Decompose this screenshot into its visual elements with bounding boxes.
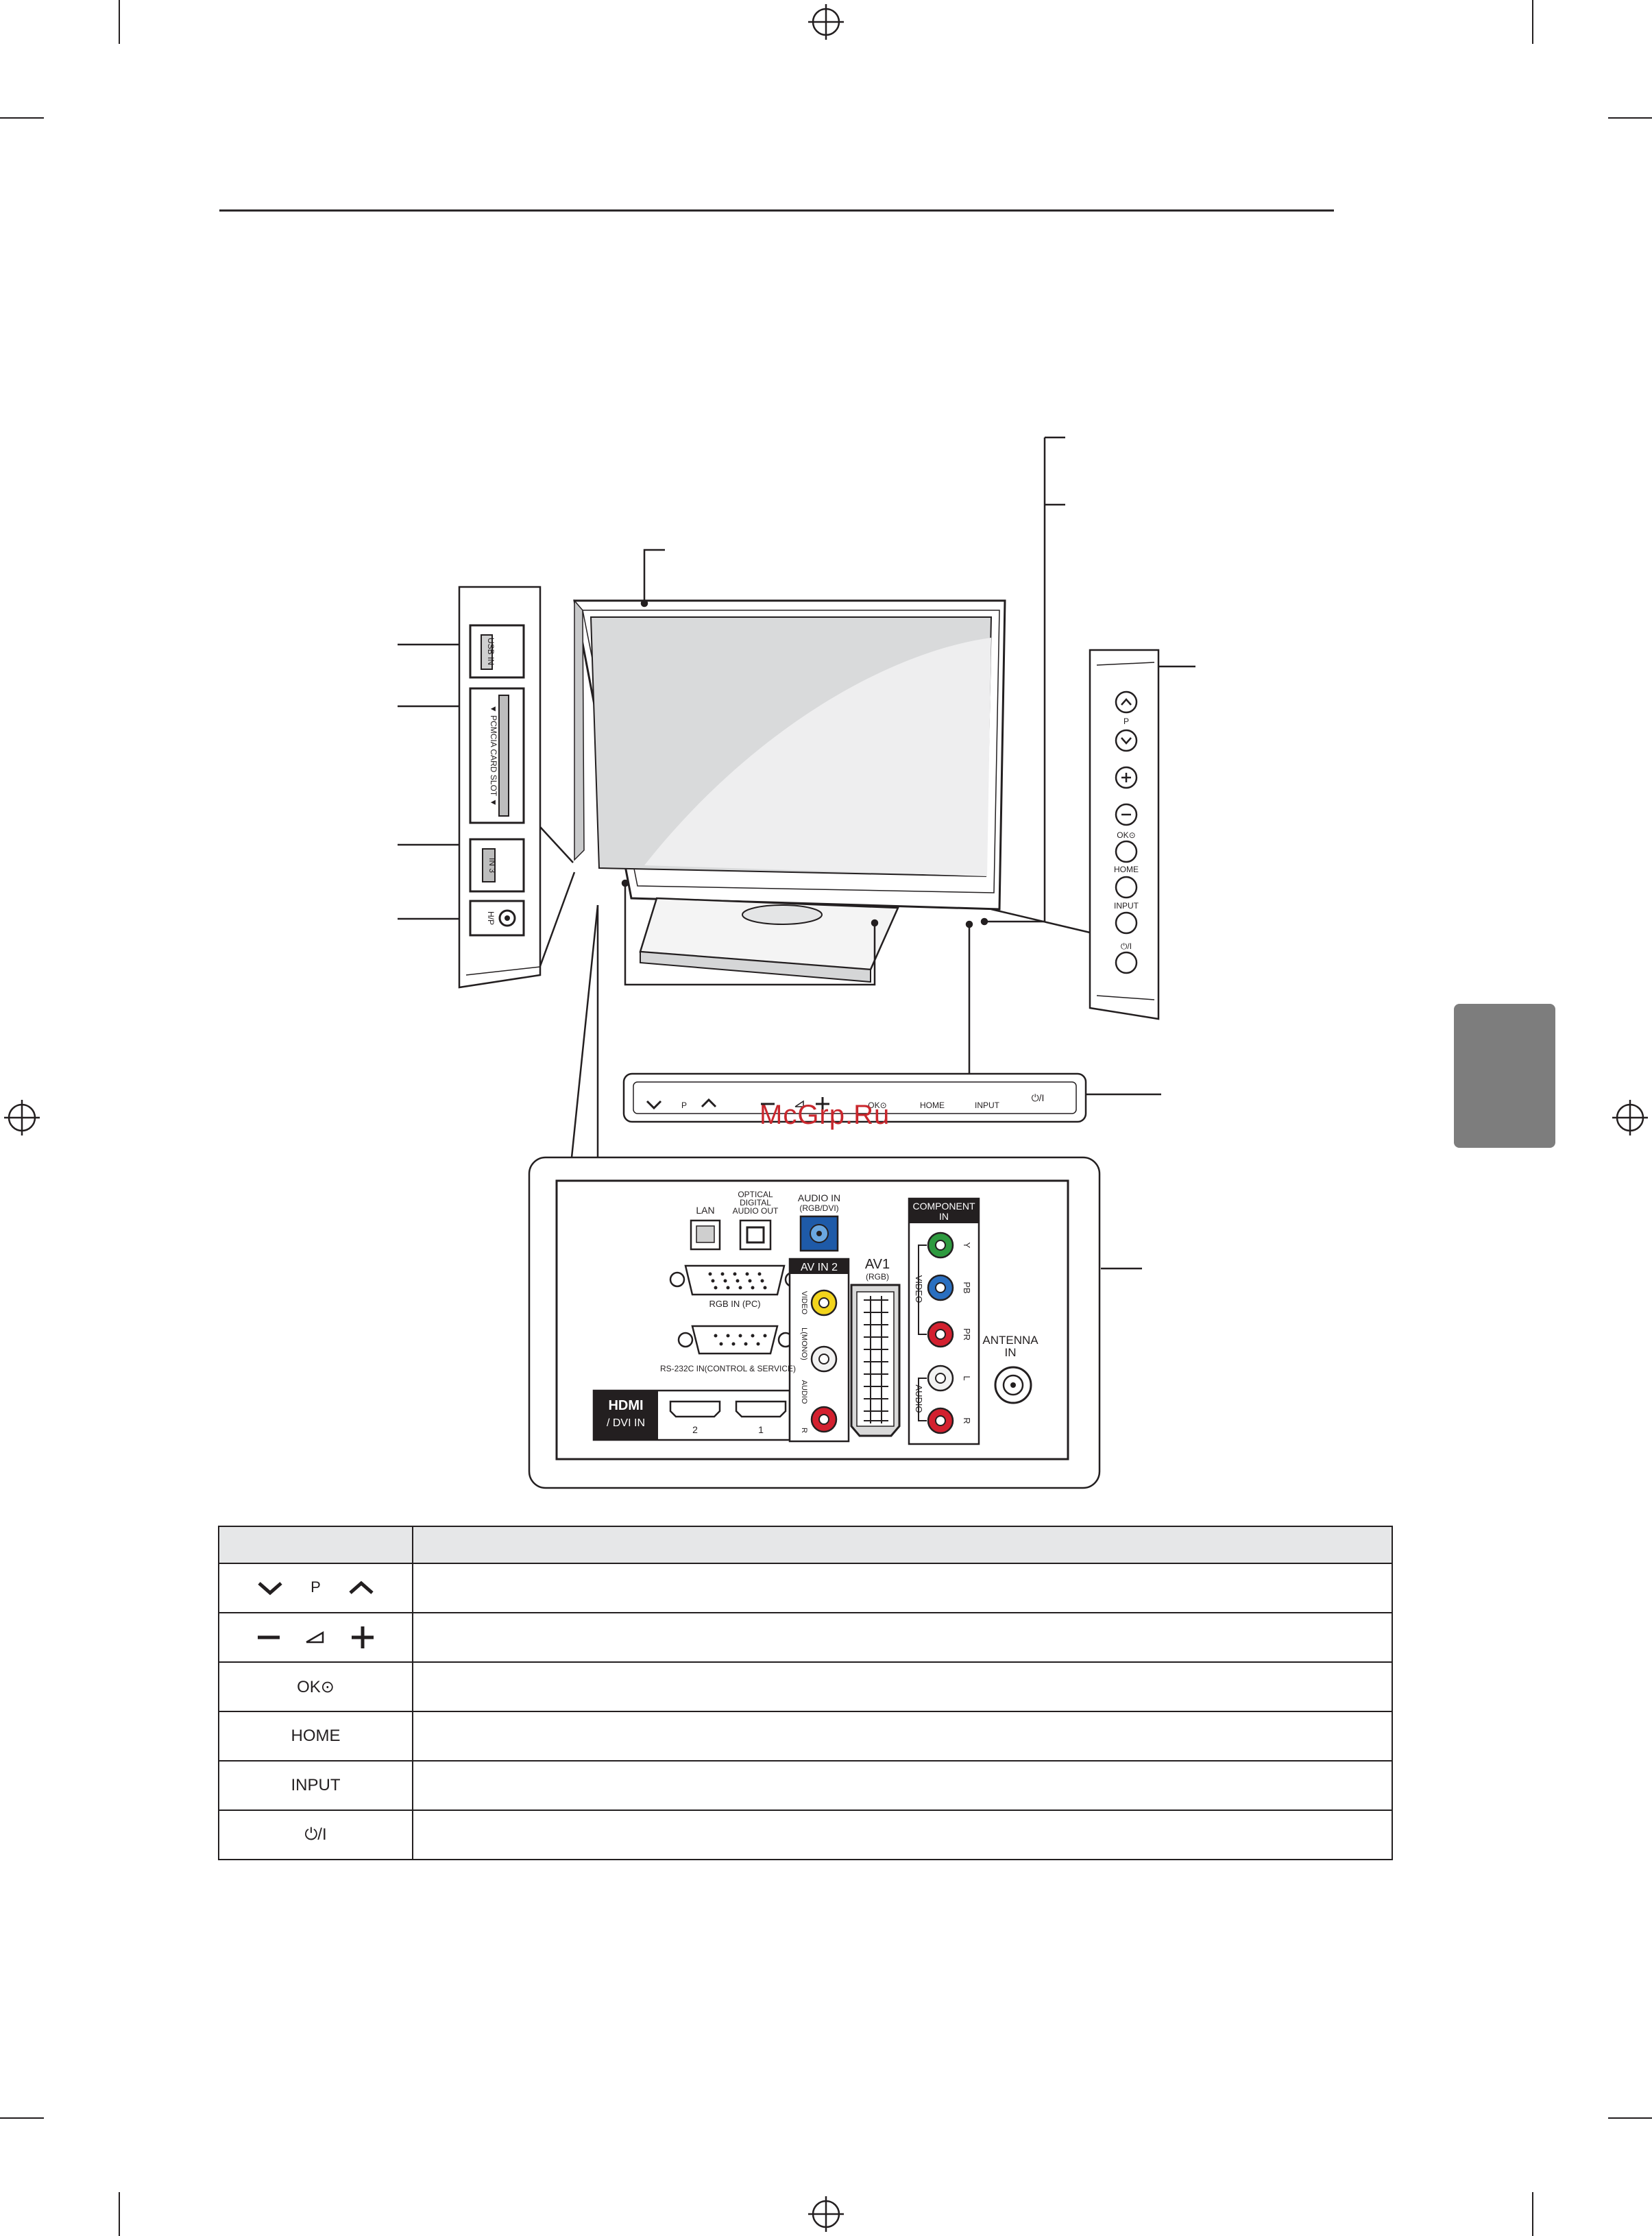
right-control-panel xyxy=(1089,649,1160,1020)
component-video-label: VIDEO xyxy=(914,1275,924,1303)
description-cell xyxy=(412,1711,1393,1762)
audio-in-label-1: AUDIO IN xyxy=(798,1192,840,1203)
rgb-in-label: RGB IN (PC) xyxy=(709,1299,760,1309)
table-row: HOME xyxy=(218,1711,1393,1762)
right-home-label: HOME xyxy=(1114,865,1139,874)
description-cell xyxy=(412,1563,1393,1613)
component-pb-label: PB xyxy=(962,1282,972,1293)
side-panel xyxy=(458,586,542,989)
hdmi-side-label: IN 3 xyxy=(487,858,497,873)
rear-panel xyxy=(528,1156,1101,1489)
right-power-label: ⏻/I xyxy=(1121,941,1132,951)
av-r-label: R xyxy=(800,1428,808,1433)
tv-front xyxy=(573,599,1006,983)
component-audio-label: AUDIO xyxy=(914,1384,924,1412)
component-l-label: L xyxy=(962,1375,972,1380)
chapter-tab xyxy=(1454,1004,1555,1148)
registration-mark-left xyxy=(4,1100,40,1135)
optical-label-3: AUDIO OUT xyxy=(733,1206,779,1216)
chevron-down-icon xyxy=(258,1582,283,1596)
headphone-label: H/P xyxy=(486,911,496,925)
rs232-label: RS-232C IN(CONTROL & SERVICE) xyxy=(660,1364,796,1373)
bar-input-label: INPUT xyxy=(975,1101,1000,1110)
table-row: ⏻/I xyxy=(218,1810,1393,1860)
table-row: OK⊙ xyxy=(218,1661,1393,1712)
hdmi-2-label: 2 xyxy=(692,1424,698,1435)
plus-icon xyxy=(352,1626,374,1648)
optical-label-1: OPTICAL xyxy=(738,1190,773,1199)
minus-icon xyxy=(257,1635,280,1639)
description-cell xyxy=(412,1661,1393,1712)
component-label-2: IN xyxy=(939,1211,949,1222)
usb-label: USB IN xyxy=(486,638,496,665)
component-label-1: COMPONENT xyxy=(913,1201,975,1212)
bar-home-label: HOME xyxy=(920,1101,945,1110)
button-key-table: P OK⊙ HOME INPUT ⏻/I xyxy=(218,1526,1393,1860)
av-in-2-label: AV IN 2 xyxy=(801,1262,838,1273)
description-cell xyxy=(412,1760,1393,1811)
component-r-label: R xyxy=(962,1417,972,1423)
description-cell xyxy=(412,1612,1393,1663)
key-cell-ok: OK⊙ xyxy=(218,1661,413,1712)
lan-label: LAN xyxy=(696,1205,714,1216)
key-cell-home: HOME xyxy=(218,1711,413,1762)
component-pr-label: PR xyxy=(962,1328,972,1341)
right-ok-label: OK⊙ xyxy=(1117,830,1135,840)
table-row: P xyxy=(218,1563,1393,1613)
component-y-label: Y xyxy=(962,1242,972,1249)
key-cell-volume xyxy=(218,1612,413,1663)
hdmi-1-label: 1 xyxy=(758,1424,764,1435)
antenna-label-2: IN xyxy=(1005,1346,1017,1359)
right-input-label: INPUT xyxy=(1114,901,1139,911)
bar-ok-label: OK⊙ xyxy=(868,1101,886,1110)
table-row xyxy=(218,1612,1393,1663)
chevron-up-icon xyxy=(348,1580,374,1594)
bottom-button-bar xyxy=(622,1072,1087,1123)
av1-label: AV1 xyxy=(865,1257,890,1272)
hdmi-logo: HDMI xyxy=(608,1398,643,1413)
audio-in-label-2: (RGB/DVI) xyxy=(799,1203,838,1213)
av-l-mono-label: L(MONO) xyxy=(800,1327,808,1360)
registration-mark-top xyxy=(808,4,844,40)
dvi-in-label: / DVI IN xyxy=(607,1417,645,1429)
av-video-label: VIDEO xyxy=(800,1291,808,1315)
key-cell-input: INPUT xyxy=(218,1760,413,1811)
table-row: INPUT xyxy=(218,1760,1393,1811)
optical-label-2: DIGITAL xyxy=(740,1198,771,1207)
volume-icon xyxy=(305,1631,324,1644)
key-cell-program: P xyxy=(218,1563,413,1613)
table-header-cell xyxy=(218,1526,413,1564)
registration-mark-bottom xyxy=(808,2196,844,2232)
watermark: McGrp.Ru xyxy=(760,1100,890,1130)
right-p-label: P xyxy=(1123,717,1129,726)
bar-power-label: ⏻/I xyxy=(1032,1092,1045,1103)
program-key-label: P xyxy=(311,1578,321,1596)
av-audio-label: AUDIO xyxy=(800,1380,808,1404)
av1-sub-label: (RGB) xyxy=(866,1272,889,1282)
key-cell-power: ⏻/I xyxy=(218,1810,413,1860)
pcmcia-label: ▼ PCMCIA CARD SLOT ▼ xyxy=(489,705,498,806)
description-cell xyxy=(412,1810,1393,1860)
antenna-label-1: ANTENNA xyxy=(982,1334,1038,1347)
table-header-row xyxy=(218,1526,1393,1564)
registration-mark-right xyxy=(1612,1100,1648,1135)
table-header-cell xyxy=(412,1526,1393,1564)
bar-p-label: P xyxy=(681,1101,687,1110)
